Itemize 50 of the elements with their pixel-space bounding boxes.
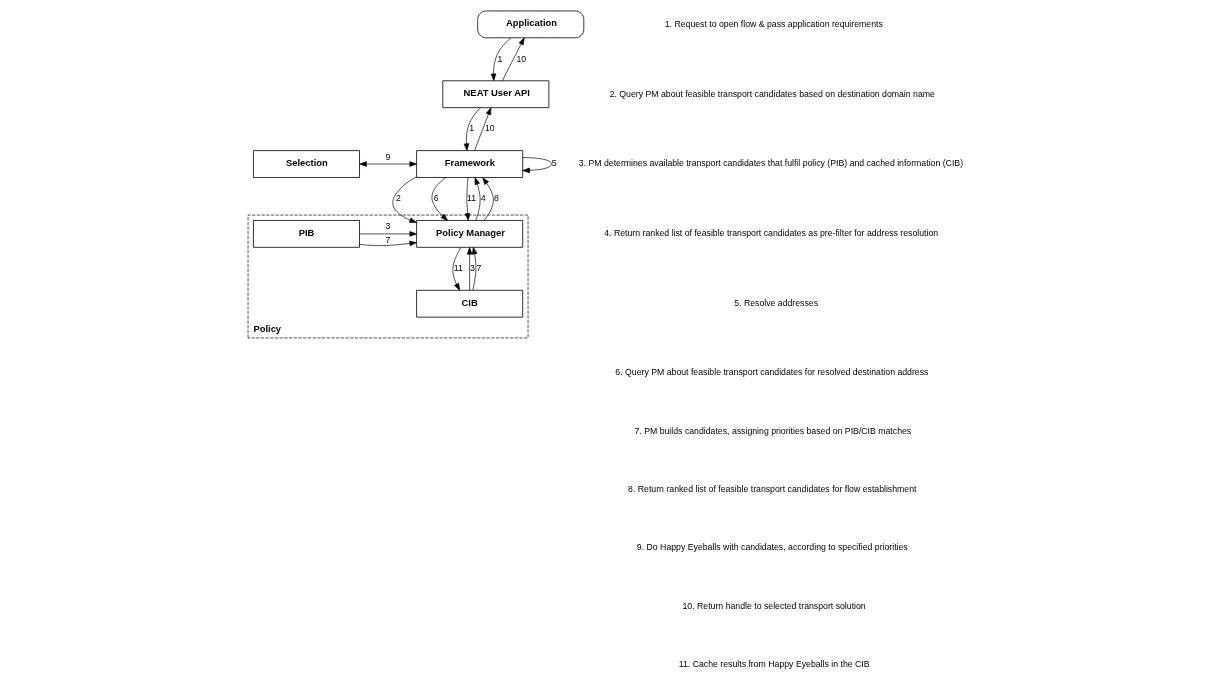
arrow xyxy=(490,37,511,81)
label: 10. Return handle to selected transport solution xyxy=(682,600,866,611)
node-box: Policy Manager xyxy=(415,220,523,248)
edge-label: 11 xyxy=(453,263,463,274)
label: 7. PM builds candidates, assigning priorities based on PIB/CIB matches xyxy=(633,425,911,436)
arrow xyxy=(522,157,552,174)
edge-label: 5 xyxy=(551,158,557,169)
edge-label: 10 xyxy=(516,53,526,64)
arrow xyxy=(431,177,448,221)
edge-label: 6 xyxy=(433,193,438,204)
label: 11. Cache results from Happy Eyeballs in the CIB xyxy=(678,659,870,670)
edge-label: 7 xyxy=(385,234,390,245)
node-box: Framework xyxy=(415,150,523,178)
arrow xyxy=(358,161,417,167)
edge-label: 3 xyxy=(469,263,475,274)
edge-label: 1 xyxy=(496,53,502,64)
label: 1. Request to open flow & pass application requirements xyxy=(664,18,883,29)
label: 2. Query PM about feasible transport candidates based on destination domain name xyxy=(609,88,935,99)
node-box: NEAT User API xyxy=(441,80,549,109)
label: 4. Return ranked list of feasible transport candidates as pre-filter for address resolution xyxy=(603,228,938,239)
arrow xyxy=(463,107,481,151)
edge-label: 3 xyxy=(385,221,390,232)
node-box: Selection xyxy=(252,150,360,178)
arrow xyxy=(466,247,472,291)
edge-label: 10 xyxy=(484,123,495,134)
arrow xyxy=(358,240,417,247)
arrow xyxy=(473,107,491,151)
label: 5. Resolve addresses xyxy=(733,297,818,308)
node-box: PIB xyxy=(252,220,360,248)
edge-label: 8 xyxy=(493,193,499,204)
edge-label: 9 xyxy=(385,151,390,162)
arrow xyxy=(474,177,480,221)
edge-label: 7 xyxy=(476,263,481,274)
label: 8. Return ranked list of feasible transport candidates for flow establishment xyxy=(627,483,916,494)
edge-label: 2 xyxy=(395,193,401,204)
arrow xyxy=(452,247,461,291)
edge-label: 4 xyxy=(480,193,485,204)
arrow xyxy=(391,176,417,223)
arrow xyxy=(481,177,494,221)
label: 3. PM determines available transport candidates that fulfil policy (PIB) and cached information (CIB) xyxy=(578,158,963,169)
edge-label: 1 xyxy=(468,123,474,134)
arrow xyxy=(358,231,417,237)
arrow xyxy=(464,177,470,221)
node-box: Application xyxy=(476,10,584,39)
node-box: CIB xyxy=(415,289,523,318)
arrow xyxy=(471,246,477,291)
label: 9. Do Happy Eyeballs with candidates, according to specified priorities xyxy=(636,542,908,553)
edge-label: 11 xyxy=(466,193,476,204)
arrow xyxy=(501,37,524,82)
label: 6. Query PM about feasible transport candidates for resolved destination address xyxy=(614,367,928,378)
